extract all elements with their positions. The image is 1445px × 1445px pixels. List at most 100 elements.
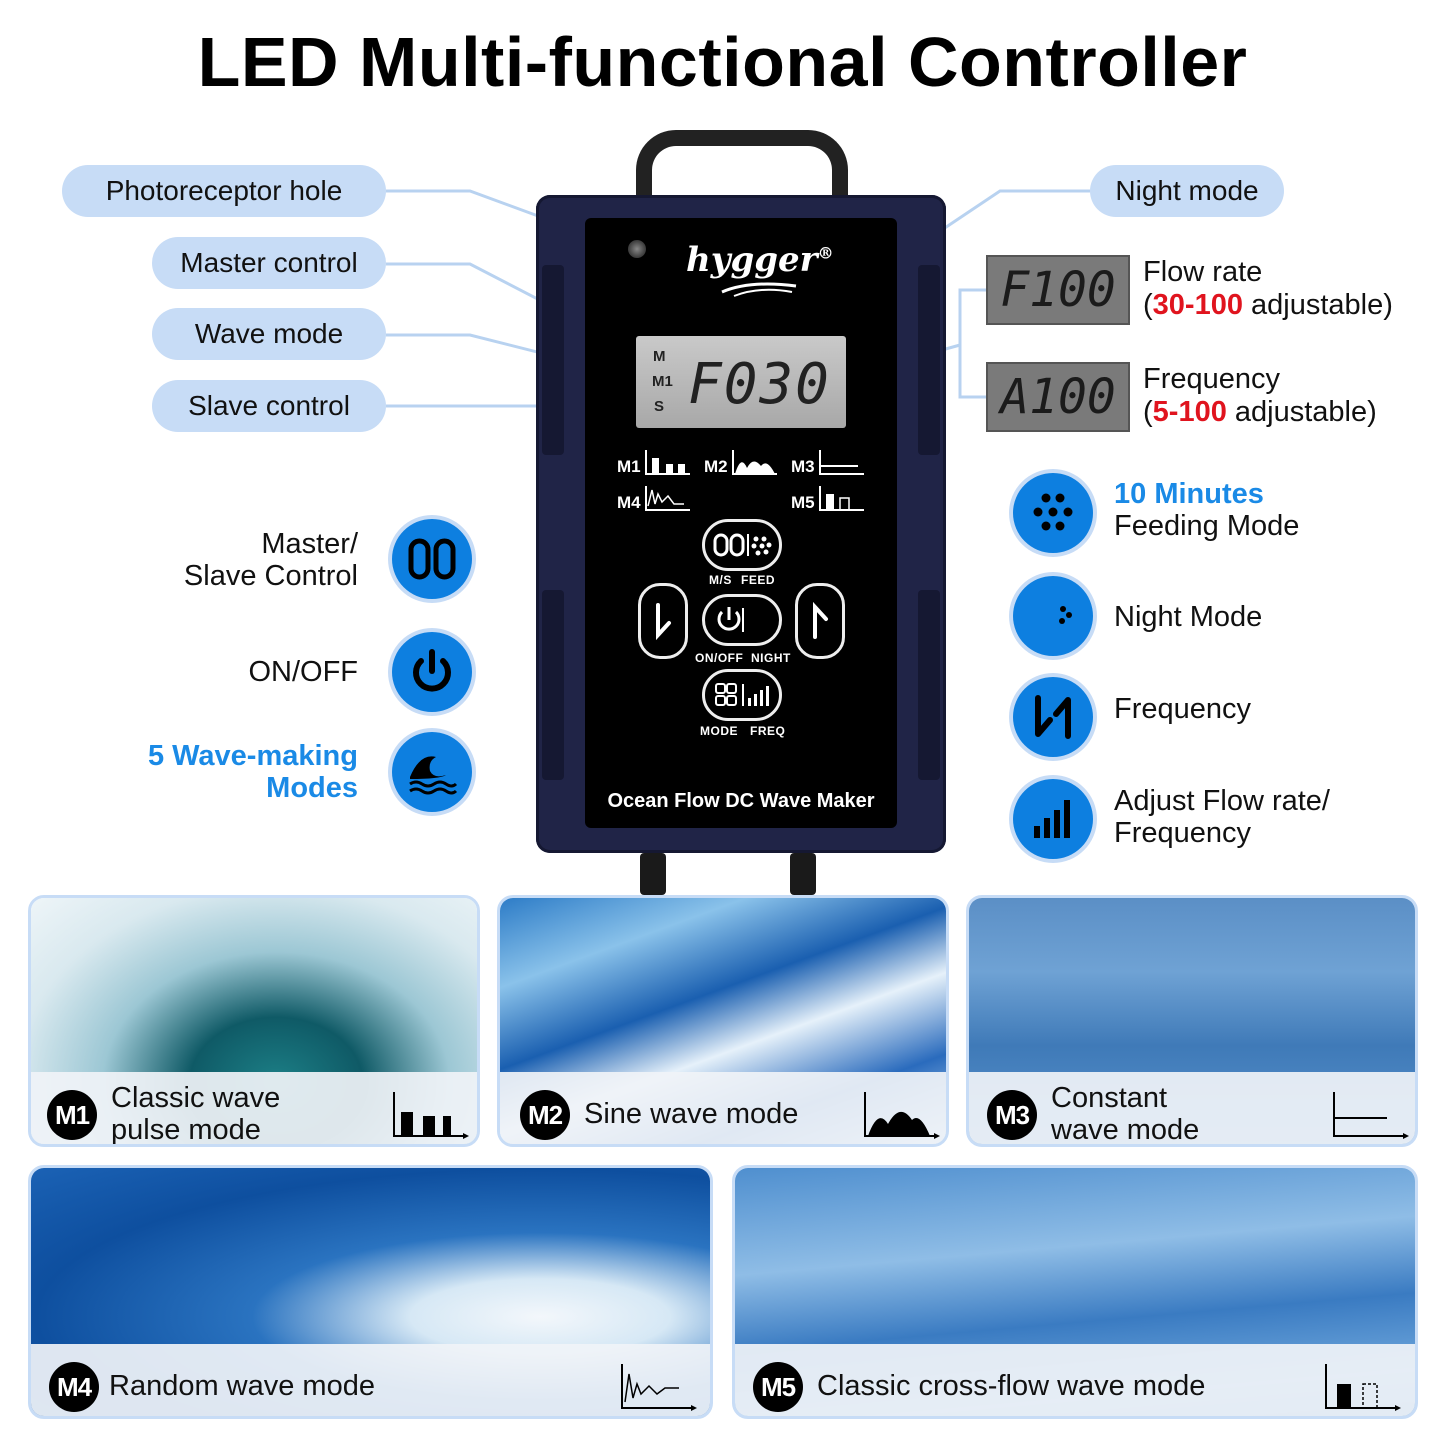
mode-badge: M2 bbox=[520, 1090, 570, 1140]
flow-rate-feature-icon bbox=[1013, 779, 1093, 859]
mode-card-label: Sine wave mode bbox=[584, 1098, 799, 1130]
device-mode-label-m5: M5 bbox=[791, 493, 815, 512]
device-name: Ocean Flow DC Wave Maker bbox=[607, 790, 875, 812]
feature-line: Master/ bbox=[261, 528, 358, 560]
feature-line: Adjust Flow rate/ bbox=[1114, 785, 1330, 817]
frequency-display: A100 bbox=[986, 362, 1130, 432]
photoreceptor-hole bbox=[628, 240, 646, 258]
up-down-arrows-icon bbox=[1035, 695, 1071, 739]
device-faceplate bbox=[585, 218, 897, 828]
side-clip bbox=[542, 265, 564, 455]
device-mode-label-m4: M4 bbox=[617, 493, 641, 512]
random-wave-icon bbox=[621, 1364, 697, 1411]
power-icon bbox=[413, 649, 451, 692]
device-mode-label-m1: M1 bbox=[617, 457, 641, 476]
brand-wave-icon bbox=[721, 282, 797, 297]
feature-master-slave-label: Master/ Slave Control bbox=[100, 528, 358, 592]
feature-line: Frequency bbox=[1114, 817, 1252, 849]
mode-card-label: Classic cross-flow wave mode bbox=[817, 1370, 1206, 1402]
card-line: pulse mode bbox=[111, 1114, 261, 1146]
feature-night-label: Night Mode bbox=[1114, 601, 1263, 633]
wave-icon bbox=[409, 756, 458, 795]
constant-wave-icon bbox=[819, 450, 864, 475]
constant-wave-icon bbox=[1333, 1092, 1409, 1139]
callout-night-mode: Night mode bbox=[1090, 165, 1284, 217]
mode-card-m5: M5 Classic cross-flow wave mode bbox=[732, 1165, 1418, 1419]
feature-line: 5 Wave-making bbox=[147, 740, 358, 772]
random-wave-icon bbox=[645, 486, 690, 511]
mode-caption: MODE bbox=[700, 724, 738, 738]
feed-dots-icon bbox=[1033, 493, 1073, 531]
mode-badge: M4 bbox=[49, 1362, 99, 1412]
brand-name: hygger bbox=[686, 240, 818, 280]
mode-card-label: Classic wave pulse mode bbox=[111, 1082, 281, 1146]
registered-mark: ® bbox=[817, 243, 834, 263]
feature-line: Modes bbox=[266, 772, 358, 804]
power-moon-icon bbox=[717, 607, 762, 632]
mode-bars-icon bbox=[715, 683, 769, 706]
lcd-tag-m1: M1 bbox=[652, 373, 673, 390]
wave-modes-feature-icon bbox=[392, 732, 472, 812]
ms-caption: M/S bbox=[709, 573, 732, 587]
device-mode-label-m2: M2 bbox=[704, 457, 728, 476]
feature-onoff-label: ON/OFF bbox=[248, 656, 358, 688]
freq-caption: FREQ bbox=[750, 724, 786, 738]
mode-card-m3: M3 Constant wave mode bbox=[966, 895, 1418, 1147]
mode-card-m4: M4 Random wave mode bbox=[28, 1165, 713, 1419]
card-line: wave mode bbox=[1051, 1114, 1200, 1146]
flow-rate-spec: Flow rate (30-100 adjustable) bbox=[1143, 256, 1393, 322]
ms-feed-button[interactable] bbox=[702, 519, 782, 571]
flow-rate-suffix: adjustable) bbox=[1242, 289, 1393, 321]
up-button[interactable] bbox=[795, 583, 845, 659]
frequency-range-line: (5-100 adjustable) bbox=[1143, 396, 1377, 429]
mode-badge: M1 bbox=[47, 1090, 97, 1140]
feature-line: Slave Control bbox=[183, 560, 358, 592]
line-bracket bbox=[958, 288, 986, 399]
feature-wave-modes-label: 5 Wave-making Modes bbox=[60, 740, 358, 804]
callout-photoreceptor: Photoreceptor hole bbox=[62, 165, 386, 217]
side-clip bbox=[918, 265, 940, 455]
paren-open: ( bbox=[1143, 396, 1153, 428]
night-feature-icon bbox=[1013, 576, 1093, 656]
flow-rate-display: F100 bbox=[986, 255, 1130, 325]
down-button[interactable] bbox=[638, 583, 688, 659]
onoff-night-button[interactable] bbox=[702, 594, 782, 646]
lcd-display bbox=[636, 336, 846, 428]
frequency-spec: Frequency (5-100 adjustable) bbox=[1143, 363, 1377, 429]
card-line: Classic wave bbox=[111, 1082, 281, 1114]
pulse-wave-icon bbox=[393, 1092, 469, 1139]
feature-line: 10 Minutes bbox=[1114, 478, 1264, 510]
flow-rate-label: Flow rate bbox=[1143, 256, 1263, 288]
moon-icon bbox=[1039, 597, 1072, 635]
side-clip bbox=[542, 590, 564, 780]
flow-rate-range-line: (30-100 adjustable) bbox=[1143, 289, 1393, 322]
card-line: Constant bbox=[1051, 1082, 1168, 1114]
card-caption-strip bbox=[969, 1072, 1415, 1144]
link-icon bbox=[408, 538, 456, 580]
sine-wave-icon bbox=[864, 1092, 940, 1139]
mode-card-m1: M1 Classic wave pulse mode bbox=[28, 895, 480, 1147]
lcd-tag-m: M bbox=[653, 348, 666, 365]
onoff-feature-icon bbox=[392, 632, 472, 712]
feature-line: Feeding Mode bbox=[1114, 510, 1300, 542]
arrow-up-icon bbox=[813, 601, 828, 639]
lcd-tag-s: S bbox=[654, 398, 665, 415]
feeding-feature-icon bbox=[1013, 473, 1093, 553]
feature-feeding-label: 10 Minutes Feeding Mode bbox=[1114, 478, 1299, 542]
card-caption-strip bbox=[735, 1344, 1415, 1416]
page-title: LED Multi-functional Controller bbox=[197, 23, 1248, 101]
signal-bars-icon bbox=[1034, 800, 1070, 838]
link-feed-icon bbox=[713, 533, 772, 557]
mode-freq-button[interactable] bbox=[702, 669, 782, 721]
frequency-label: Frequency bbox=[1143, 363, 1281, 395]
arrow-down-icon bbox=[656, 603, 671, 641]
card-caption-strip bbox=[31, 1344, 710, 1416]
frequency-suffix: adjustable) bbox=[1226, 396, 1377, 428]
cross-flow-wave-icon bbox=[1325, 1364, 1401, 1411]
cable bbox=[790, 853, 816, 895]
onoff-caption: ON/OFF bbox=[695, 651, 744, 665]
sine-wave-icon bbox=[732, 450, 777, 475]
device-mode-label-m3: M3 bbox=[791, 457, 815, 476]
pulse-wave-icon bbox=[645, 450, 690, 475]
frequency-range: 5-100 bbox=[1152, 396, 1227, 428]
